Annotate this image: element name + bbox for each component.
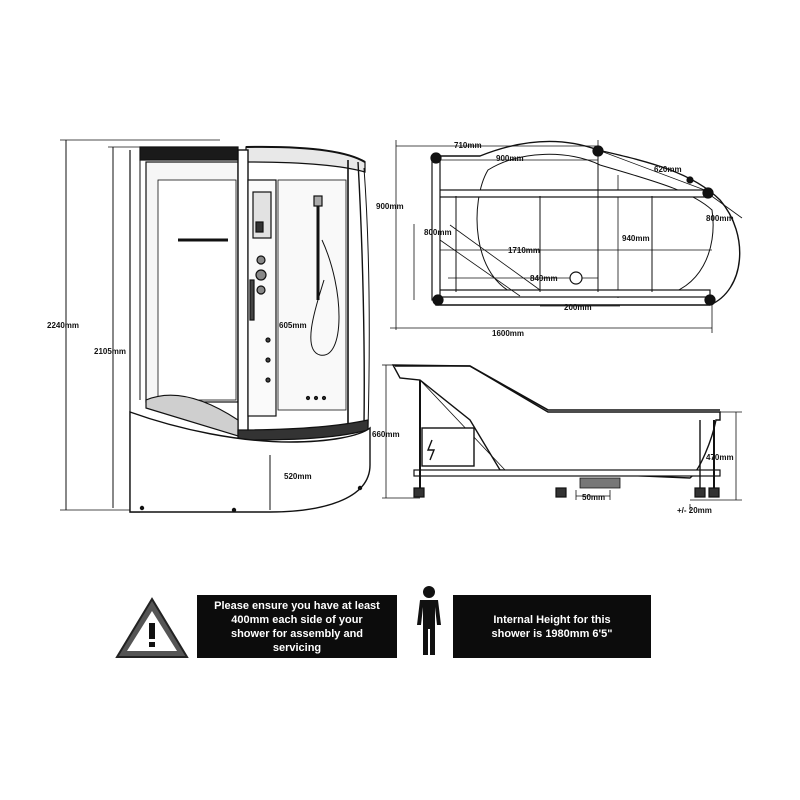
dim-710: 710mm bbox=[454, 141, 482, 150]
bath-side-elevation bbox=[382, 364, 742, 510]
clearance-notice: Please ensure you have at least 400mm ea… bbox=[197, 595, 397, 658]
dim-800-right: 800mm bbox=[706, 214, 734, 223]
dim-adjust: +/- 20mm bbox=[677, 506, 712, 515]
dim-800-left: 800mm bbox=[424, 228, 452, 237]
person-icon bbox=[417, 586, 441, 655]
bath-tray-plan-view bbox=[390, 140, 743, 333]
dim-620: 620mm bbox=[654, 165, 682, 174]
dim-840: 840mm bbox=[530, 274, 558, 283]
dimension-labels: 2240mm 2105mm 605mm 520mm 710mm 900mm 62… bbox=[47, 141, 734, 515]
dim-overall-height: 2240mm bbox=[47, 321, 79, 330]
dim-660: 660mm bbox=[372, 430, 400, 439]
dim-470: 470mm bbox=[706, 453, 734, 462]
dim-1710: 1710mm bbox=[508, 246, 540, 255]
dim-shower-height: 2105mm bbox=[94, 347, 126, 356]
electric-hazard-icon bbox=[426, 439, 436, 461]
internal-height-notice: Internal Height for this shower is 1980m… bbox=[453, 595, 651, 658]
dim-base-height: 520mm bbox=[284, 472, 312, 481]
dim-1600: 1600mm bbox=[492, 329, 524, 338]
dim-200: 200mm bbox=[564, 303, 592, 312]
dim-50: 50mm bbox=[582, 493, 605, 502]
dim-900-top: 900mm bbox=[496, 154, 524, 163]
dim-940: 940mm bbox=[622, 234, 650, 243]
warning-triangle-icon bbox=[115, 597, 189, 658]
dim-900-side: 900mm bbox=[376, 202, 404, 211]
shower-cabin-front-view bbox=[60, 139, 371, 513]
dim-door-width: 605mm bbox=[279, 321, 307, 330]
